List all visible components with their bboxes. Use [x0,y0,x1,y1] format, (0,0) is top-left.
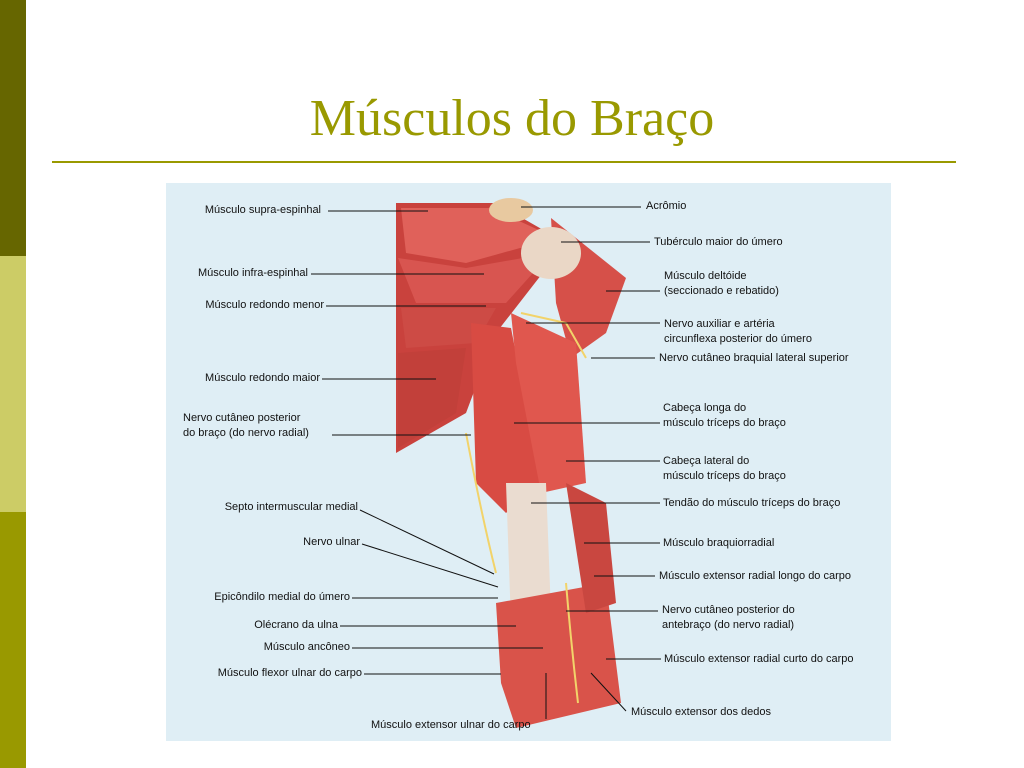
anatomy-figure: Músculo supra-espinhal Músculo infra-esp… [166,183,891,741]
arm-muscles-illustration [311,198,661,728]
teres-major-shape [398,348,466,448]
side-bar-middle [0,256,26,512]
leader-lines [311,206,661,719]
forearm-shape [496,583,621,728]
acromion-bone [489,198,533,222]
label-flexor-carpi-ulnaris: Músculo flexor ulnar do carpo [217,667,362,679]
side-bar-bottom [0,512,26,768]
nerve-line [465,432,497,574]
label-medial-intermuscular-septum: Septo intermuscular medial [224,501,358,513]
label-extensor-carpi-radialis-brevis: Músculo extensor radial curto do carpo [664,653,854,665]
greater-tubercle [521,227,581,279]
label-extensor-digitorum: Músculo extensor dos dedos [631,706,772,718]
label-teres-minor: Músculo redondo menor [205,299,324,311]
label-medial-epicondyle: Epicôndilo medial do úmero [214,591,350,603]
label-brachioradialis: Músculo braquiorradial [663,537,775,549]
slide-title: Músculos do Braço [309,90,715,147]
label-greater-tubercle: Tubérculo maior do úmero [654,236,783,248]
brachioradialis-shape [566,483,616,613]
label-acromion: Acrômio [646,200,687,212]
label-deltoid: Músculo deltóide (seccionado e rebatido) [664,270,779,297]
title-divider [52,161,956,163]
label-triceps-long-head: Cabeça longa do músculo tríceps do braço [663,402,786,429]
supraspinatus-shape [401,208,556,263]
label-triceps-lateral-head: Cabeça lateral do músculo tríceps do bra… [663,455,786,482]
label-ulnar-nerve: Nervo ulnar [303,536,360,548]
side-bar-top [0,0,26,256]
label-supraspinatus: Músculo supra-espinhal [204,204,321,216]
infraspinatus-shape [398,253,551,303]
triceps-lateral-head-shape [511,313,586,493]
triceps-long-head-shape [471,323,541,513]
nerve-line-2 [565,582,579,704]
label-extensor-carpi-radialis-longus: Músculo extensor radial longo do carpo [659,570,852,582]
label-posterior-cutaneous-nerve-arm: Nervo cutâneo posterior do braço (do ner… [183,412,309,439]
label-axillary-nerve: Nervo auxiliar e artéria circunflexa pos… [664,318,812,345]
label-posterior-cutaneous-nerve-forearm: Nervo cutâneo posterior do antebraço (do… [662,604,795,631]
label-teres-major: Músculo redondo maior [205,372,320,384]
label-anconeus: Músculo ancôneo [263,641,350,653]
label-olecranon: Olécrano da ulna [254,619,338,631]
triceps-tendon-shape [506,483,551,623]
label-superior-lateral-cutaneous-nerve: Nervo cutâneo braquial lateral superior [659,352,849,364]
label-extensor-carpi-ulnaris: Músculo extensor ulnar do carpo [371,719,531,731]
label-triceps-tendon: Tendão do músculo tríceps do braço [663,497,841,509]
label-infraspinatus: Músculo infra-espinhal [197,267,308,279]
